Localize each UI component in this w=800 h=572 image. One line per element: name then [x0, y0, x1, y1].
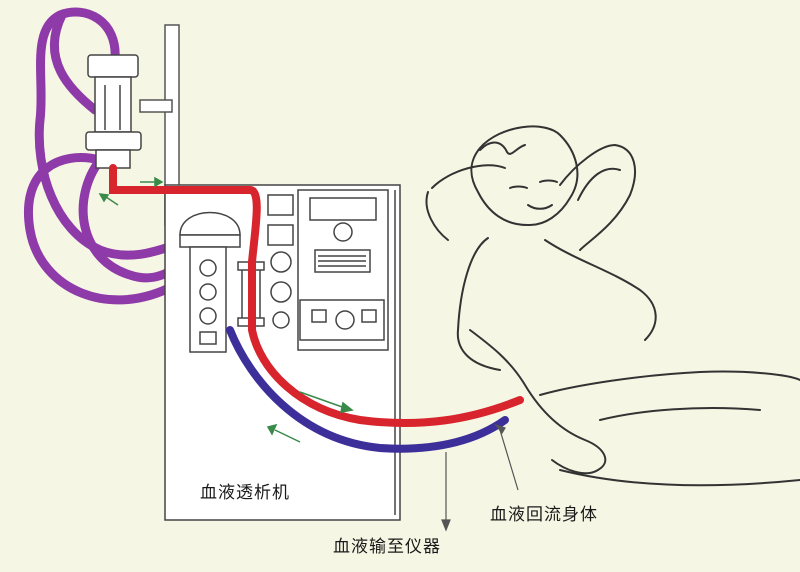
return-to-body-label: 血液回流身体 [490, 500, 598, 525]
machine-label: 血液透析机 [200, 478, 290, 503]
to-device-label: 血液输至仪器 [333, 532, 441, 557]
